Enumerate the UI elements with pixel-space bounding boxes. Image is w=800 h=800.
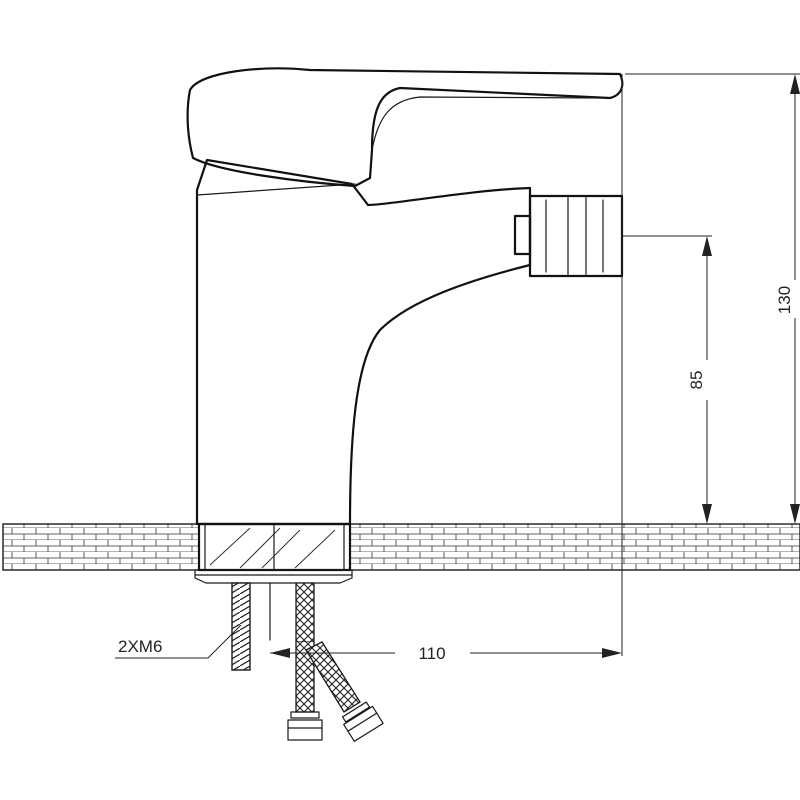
faucet-body <box>195 158 532 526</box>
fixing-stud-leader: 2XM6 <box>115 624 242 659</box>
dimension-label-110: 110 <box>418 644 445 663</box>
dimension-reach: 110 <box>270 74 623 663</box>
lever-handle <box>186 67 624 188</box>
fixing-stud-label: 2XM6 <box>118 637 162 656</box>
mounting-block <box>197 522 352 572</box>
dimension-total-height: 130 <box>625 73 800 525</box>
supply-hoses <box>287 582 384 742</box>
dimension-label-130: 130 <box>775 286 794 314</box>
fixing-stud <box>231 582 251 671</box>
dimension-outlet-height: 85 <box>622 235 712 524</box>
countertop-section <box>2 523 800 571</box>
outlet-nozzle <box>513 194 624 278</box>
dimension-label-85: 85 <box>687 371 706 390</box>
base-plate <box>194 569 353 584</box>
